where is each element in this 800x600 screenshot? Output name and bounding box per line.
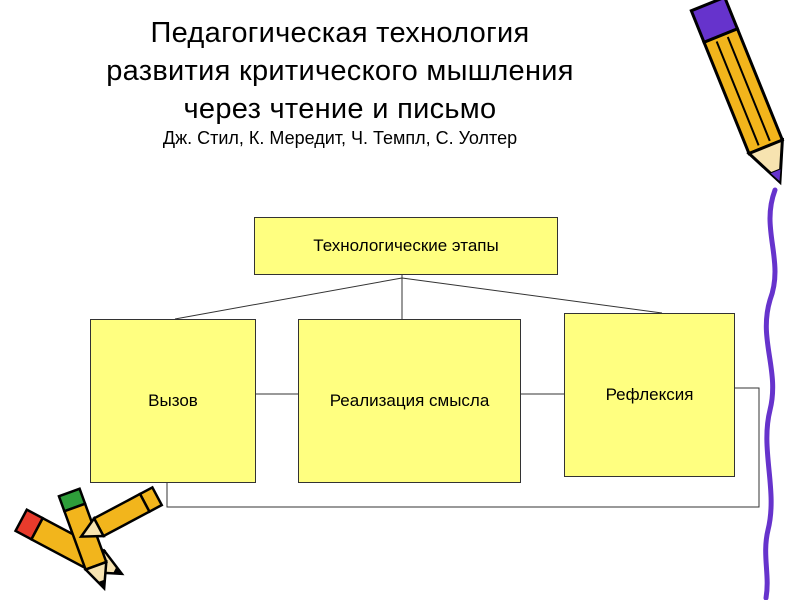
stage-label-realization: Реализация смысла — [329, 391, 490, 410]
stage-label-reflection: Рефлексия — [605, 385, 694, 404]
connector-to-refl — [401, 277, 663, 314]
squiggle-line — [763, 187, 778, 600]
title-line-1: Педагогическая технология — [150, 17, 530, 49]
pencil-icon — [689, 0, 785, 186]
connector-lines — [166, 275, 760, 508]
diagram-root-label: Технологические этапы — [313, 236, 499, 255]
stage-box-realization: Реализация смысла — [298, 319, 521, 483]
connector-to-call — [174, 277, 403, 320]
slide-authors: Дж. Стил, К. Мередит, Ч. Темпл, С. Уолте… — [162, 128, 518, 148]
diagram-root-box: Технологические этапы — [254, 217, 558, 275]
stage-label-call: Вызов — [148, 391, 198, 410]
title-line-3: через чтение и письмо — [183, 93, 497, 125]
stage-box-call: Вызов — [90, 319, 256, 483]
slide-title: Педагогическая технология развития крити… — [60, 14, 620, 128]
pencils-icon — [13, 485, 164, 592]
stage-box-reflection: Рефлексия — [564, 313, 735, 477]
title-line-2: развития критического мышления — [106, 55, 574, 87]
connector-feedback-loop — [166, 387, 760, 508]
